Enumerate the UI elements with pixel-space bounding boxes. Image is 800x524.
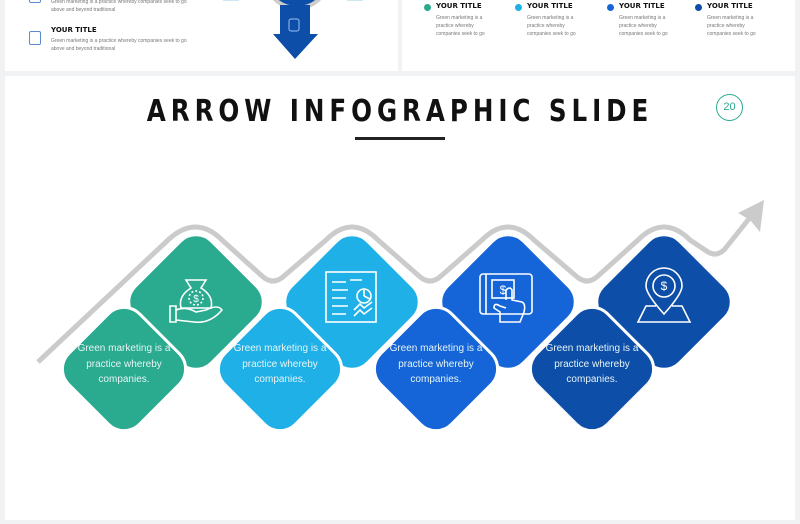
text-diamond <box>528 305 656 433</box>
money-bag-hand-icon: $ <box>169 279 224 324</box>
title-underline <box>355 137 445 140</box>
item-text: Green marketing is a practice whereby co… <box>436 15 485 37</box>
arrow-head-icon <box>738 200 764 232</box>
item-text: Green marketing is a practice whereby co… <box>707 15 756 37</box>
slide-title: ARROW INFOGRAPHIC SLIDE <box>146 94 654 129</box>
down-arrow <box>223 0 363 59</box>
text-diamond <box>372 305 500 433</box>
document-dollar-icon <box>288 18 300 32</box>
svg-text:$: $ <box>193 294 199 305</box>
color-dot <box>607 4 614 11</box>
document-dollar-icon <box>29 31 41 45</box>
text-diamond <box>216 305 344 433</box>
text-diamond <box>60 305 188 433</box>
page-number-badge: 20 <box>716 94 743 121</box>
item-text: Green marketing is a practice whereby co… <box>527 15 576 37</box>
step-text: Green marketing is a practice whereby co… <box>77 343 171 385</box>
item-title: YOUR TITLE <box>527 2 573 10</box>
previous-slide-right[interactable]: YOUR TITLE Green marketing is a practice… <box>402 0 795 71</box>
item-title: YOUR TITLE <box>51 26 97 34</box>
item-text: Green marketing is a practice whereby co… <box>619 15 668 37</box>
item-title: YOUR TITLE <box>436 2 482 10</box>
previous-slide-left[interactable]: Green marketing is a practice whereby co… <box>5 0 398 71</box>
color-dot <box>695 4 702 11</box>
growth-arrow-line <box>36 213 754 364</box>
svg-text:$: $ <box>661 279 668 293</box>
step-text: Green marketing is a practice whereby co… <box>233 343 327 385</box>
svg-text:$: $ <box>500 283 507 297</box>
step-text: Green marketing is a practice whereby co… <box>545 343 639 385</box>
report-chart-icon <box>325 271 377 323</box>
item-title: YOUR TITLE <box>707 2 753 10</box>
color-dot <box>515 4 522 11</box>
step-text: Green marketing is a practice whereby co… <box>389 343 483 385</box>
tablet-payment-icon: $ <box>479 273 533 323</box>
color-dot <box>424 4 431 11</box>
item-text: Green marketing is a practice whereby co… <box>51 38 187 52</box>
item-title: YOUR TITLE <box>619 2 665 10</box>
location-dollar-icon: $ <box>636 267 692 323</box>
item-text: Green marketing is a practice whereby co… <box>51 0 187 13</box>
document-icon <box>29 0 41 3</box>
